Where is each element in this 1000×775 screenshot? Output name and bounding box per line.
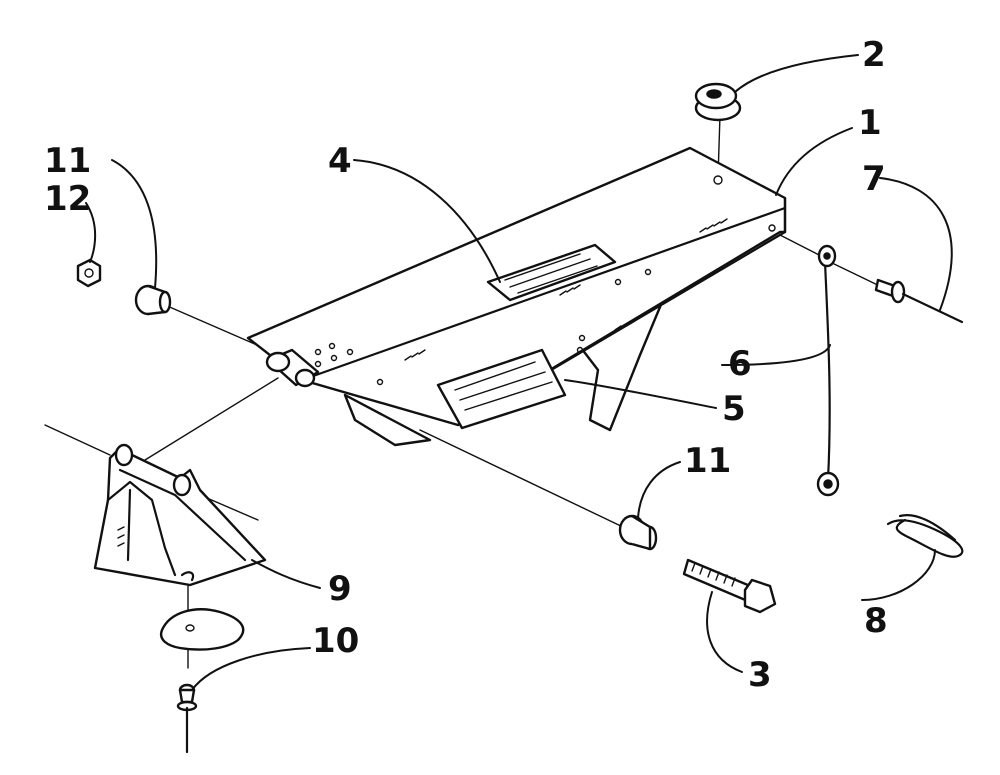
grommet-part-2	[694, 82, 742, 122]
callout-1: 1	[858, 103, 882, 143]
callout-10: 10	[312, 621, 359, 661]
bracket-part-9	[93, 443, 267, 587]
callout-4: 4	[328, 141, 352, 181]
callout-labels: 2 1 4 7 11 12 6 5 11 9 8 10 3	[44, 35, 888, 695]
callout-8: 8	[864, 601, 888, 641]
strap-part-6	[816, 244, 840, 497]
bushing-part-11-right	[618, 514, 658, 551]
callout-9: 9	[328, 569, 352, 609]
callout-6: 6	[728, 344, 752, 384]
callout-11-upper: 11	[44, 141, 91, 181]
decal-part-5	[436, 348, 567, 430]
rivet-part-7	[874, 278, 964, 324]
callout-12: 12	[44, 179, 91, 219]
leader-lines	[85, 54, 953, 691]
callout-11-lower: 11	[684, 441, 731, 481]
screw-part-10	[176, 683, 198, 754]
nut-part-12	[76, 258, 102, 288]
callout-7: 7	[862, 159, 886, 199]
bushing-part-11-left	[134, 284, 172, 316]
bolt-part-3	[682, 558, 777, 614]
callout-5: 5	[722, 389, 746, 429]
foot-pad-part-10	[159, 608, 245, 651]
decal-part-4	[486, 243, 617, 302]
callout-3: 3	[748, 655, 772, 695]
hitch-pin-clip-part-8	[886, 514, 964, 558]
callout-2: 2	[862, 35, 886, 75]
